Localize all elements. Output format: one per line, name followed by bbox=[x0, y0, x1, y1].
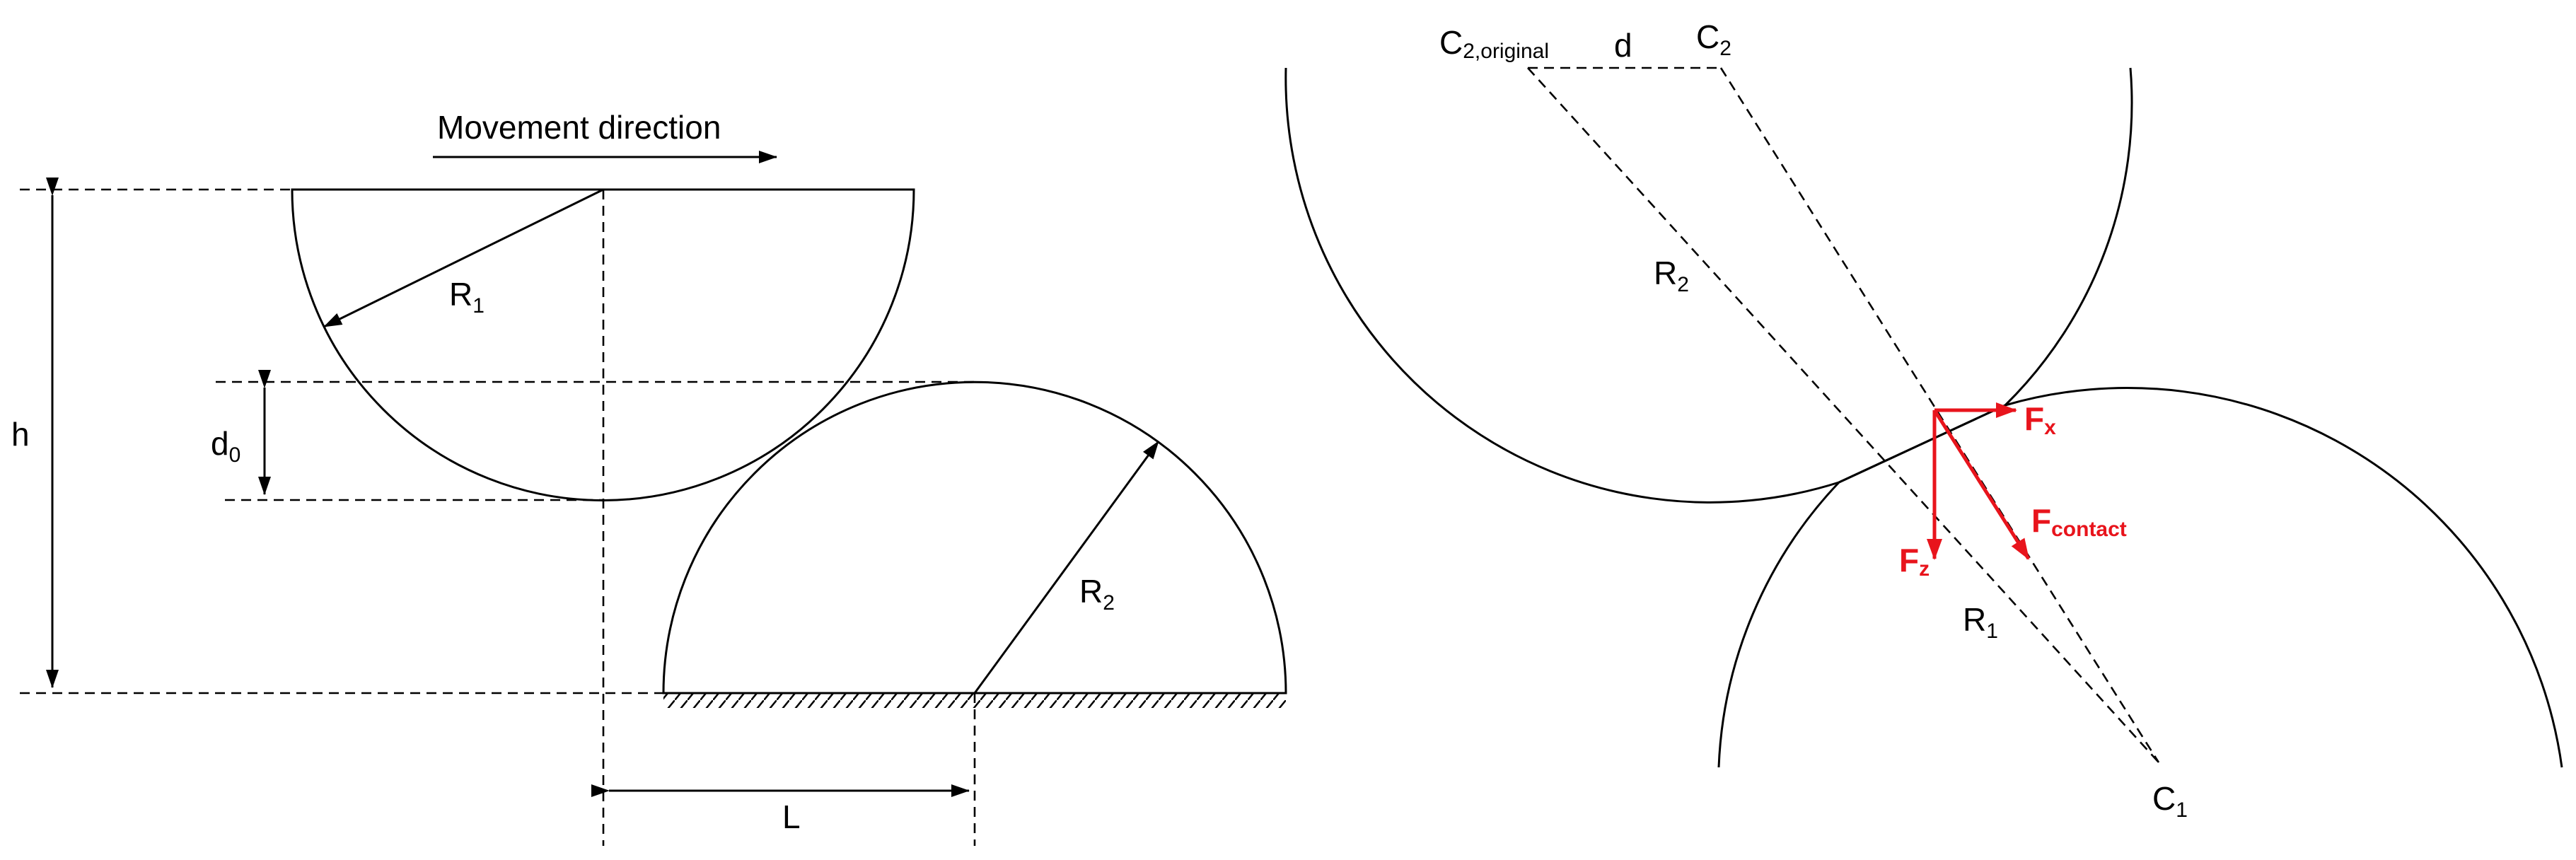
c2-original-to-c1-dash bbox=[1527, 67, 2159, 763]
l-label: L bbox=[782, 798, 801, 835]
upper-circle-arc bbox=[1284, 67, 2133, 504]
r1-radius-arrow bbox=[323, 188, 604, 328]
left-panel: Movement direction h d0 L R1 bbox=[11, 109, 1287, 846]
lower-circle-arc bbox=[1717, 387, 2563, 768]
fz-label: Fz bbox=[1899, 542, 1930, 581]
r2-label: R2 bbox=[1079, 573, 1115, 615]
r2-label-right: R2 bbox=[1654, 255, 1689, 296]
force-contact-arrow bbox=[1932, 409, 2031, 560]
r1-label: R1 bbox=[449, 276, 485, 318]
fcontact-label: Fcontact bbox=[2031, 502, 2127, 541]
lower-semicircle bbox=[662, 380, 1287, 695]
d-label: d bbox=[1614, 27, 1632, 64]
right-panel: C2,original d C2 R2 R1 C1 Fx Fz Fcontact bbox=[1284, 18, 2563, 822]
d0-label: d0 bbox=[211, 425, 240, 467]
c1-label: C1 bbox=[2152, 780, 2188, 822]
movement-direction-label: Movement direction bbox=[437, 109, 721, 146]
c2-label: C2 bbox=[1696, 18, 1731, 60]
upper-semicircle bbox=[291, 188, 915, 501]
c2-to-c1-dash bbox=[1719, 67, 2160, 763]
c2-original-label: C2,original bbox=[1439, 24, 1549, 63]
r1-label-right: R1 bbox=[1963, 601, 1998, 643]
r2-radius-arrow bbox=[973, 441, 1160, 694]
fx-label: Fx bbox=[2024, 400, 2056, 439]
h-label: h bbox=[11, 416, 30, 453]
